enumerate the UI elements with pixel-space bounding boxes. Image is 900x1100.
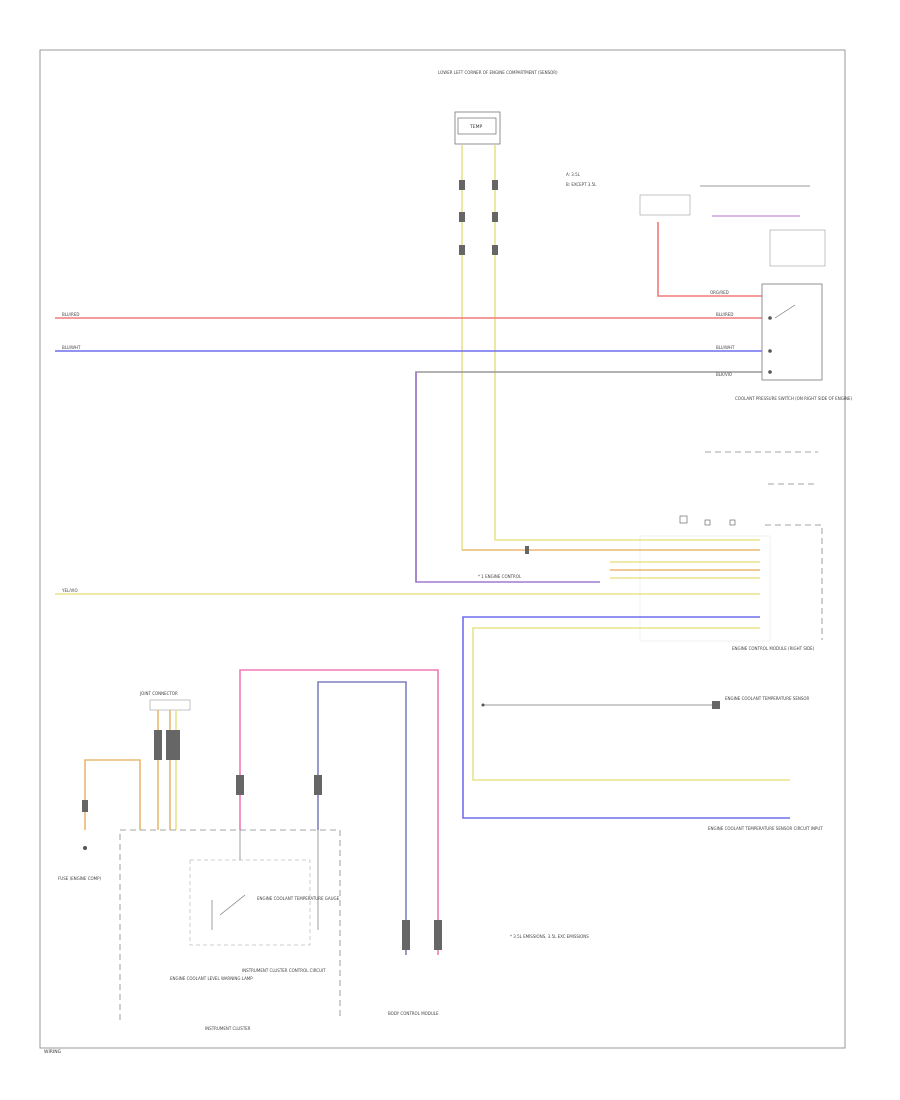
ecm-connector <box>639 515 771 642</box>
ecm-label: ENGINE CONTROL MODULE (RIGHT SIDE) <box>732 646 815 651</box>
left-blue-label: BLU/WHT <box>62 345 81 350</box>
left-yellow-label: YEL/VIO <box>61 588 78 593</box>
svg-text:* 1 ENGINE CONTROL: * 1 ENGINE CONTROL <box>478 574 522 579</box>
right-module-label: ENGINE COOLANT TEMPERATURE SENSOR CIRCUI… <box>708 826 823 831</box>
bottom-note: * 3.5L EMISSIONS, 3.5L EXC EMISSIONS <box>510 934 589 939</box>
right-black-label: BLK/VIO <box>716 372 732 377</box>
footer-code: WIRING <box>44 1049 62 1055</box>
orange-wire-fuse <box>84 759 141 830</box>
left-red-label: BLU/RED <box>62 312 79 317</box>
pink-wire-top <box>657 222 762 297</box>
right-red-label: BLU/RED <box>716 312 733 317</box>
right-blue-label: BLU/WHT <box>716 345 735 350</box>
yellow-wire-top-right <box>494 145 760 541</box>
orange-top-label: ORG/RED <box>710 290 729 295</box>
top-sensor-inner-label: TEMP <box>469 124 482 130</box>
fuse-left-label: FUSE (ENGINE COMP) <box>58 876 102 881</box>
cluster-label: INSTRUMENT CLUSTER <box>205 1026 251 1031</box>
bottom-module-label: BODY CONTROL MODULE <box>388 1011 439 1016</box>
coolant-pressure-switch <box>761 283 823 381</box>
diagram-frame <box>39 49 846 1049</box>
top-sensor-label: LOWER LEFT CORNER OF ENGINE COMPARTMENT … <box>438 70 558 75</box>
cluster-lamp-label: ENGINE COOLANT LEVEL WARNING LAMP <box>170 976 253 981</box>
navy-wire-loop <box>317 681 407 955</box>
switch-right-label: COOLANT PRESSURE SWITCH (ON RIGHT SIDE O… <box>735 396 853 401</box>
cluster-gauge-label: ENGINE COOLANT TEMPERATURE GAUGE <box>257 896 340 901</box>
pink-wire-loop <box>239 669 439 955</box>
left-junction-label: JOINT CONNECTOR <box>139 691 178 696</box>
note-top-right-2: B: EXCEPT 3.5L <box>566 182 597 187</box>
purple-wire-switch <box>415 372 600 583</box>
instrument-cluster <box>119 829 341 1020</box>
note-top-right-1: A: 3.5L <box>566 172 581 177</box>
data-link-label: ENGINE COOLANT TEMPERATURE SENSOR <box>725 696 810 701</box>
top-sensor: TEMP LOWER LEFT CORNER OF ENGINE COMPART… <box>438 70 558 145</box>
left-junction <box>149 699 191 830</box>
top-right-connector <box>639 185 826 267</box>
yellow-wire-ecm-lower <box>472 627 790 781</box>
blue-wire-ecm-lower <box>462 616 790 819</box>
cluster-circuit-label: INSTRUMENT CLUSTER CONTROL CIRCUIT <box>242 968 326 973</box>
